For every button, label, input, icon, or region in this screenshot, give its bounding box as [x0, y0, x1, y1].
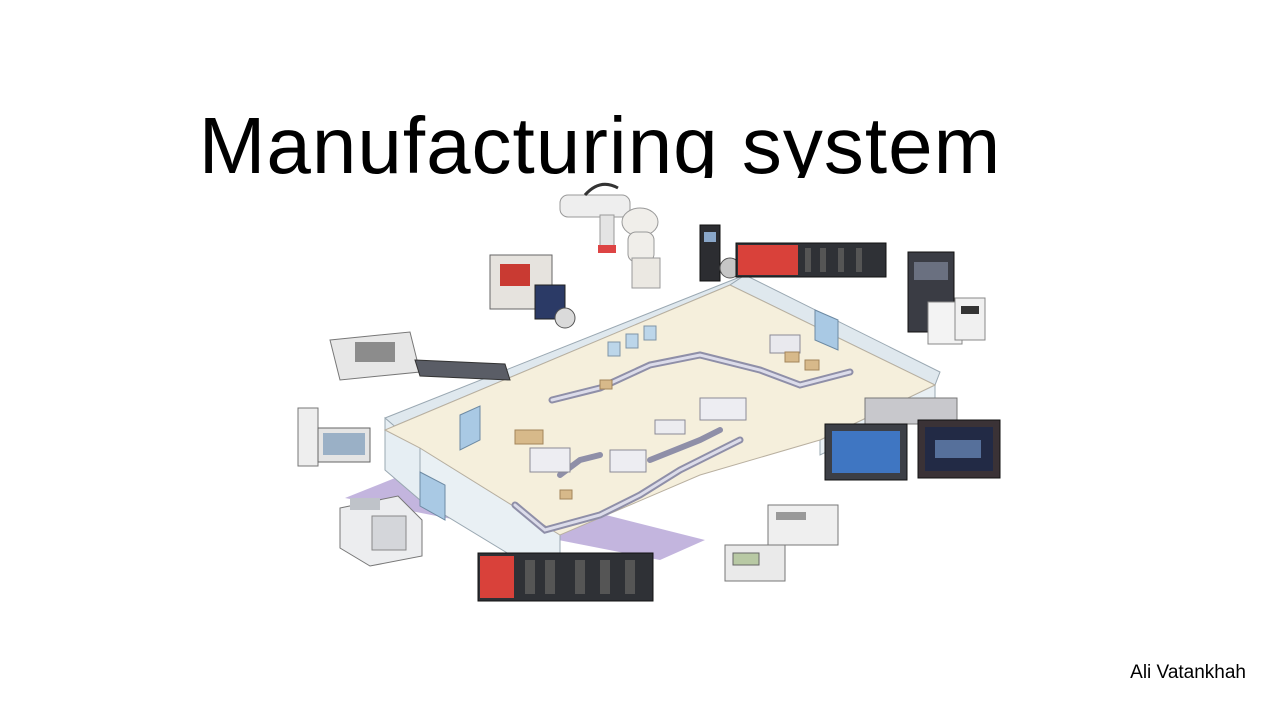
articulated-robot-arm-icon — [621, 207, 661, 289]
plc-rack-icon — [477, 552, 654, 602]
manufacturing-illustration — [297, 182, 1001, 602]
scara-robot-icon — [559, 182, 631, 253]
page-title: Manufacturing system — [198, 101, 1002, 178]
touch-panel-hmi-icon — [824, 397, 1001, 481]
laser-machine-icon — [329, 331, 511, 381]
inverter-drive-icon — [907, 251, 986, 345]
servo-drive-icon — [699, 224, 741, 282]
plc-rack-icon — [735, 242, 887, 278]
title-clip: Manufacturing system — [0, 96, 1280, 178]
edm-machine-icon — [339, 495, 423, 567]
circuit-breaker-icon — [489, 254, 576, 329]
author-name: Ali Vatankhah — [1130, 662, 1246, 683]
compact-plc-icon — [297, 407, 371, 467]
compact-plc-icon — [724, 504, 839, 582]
